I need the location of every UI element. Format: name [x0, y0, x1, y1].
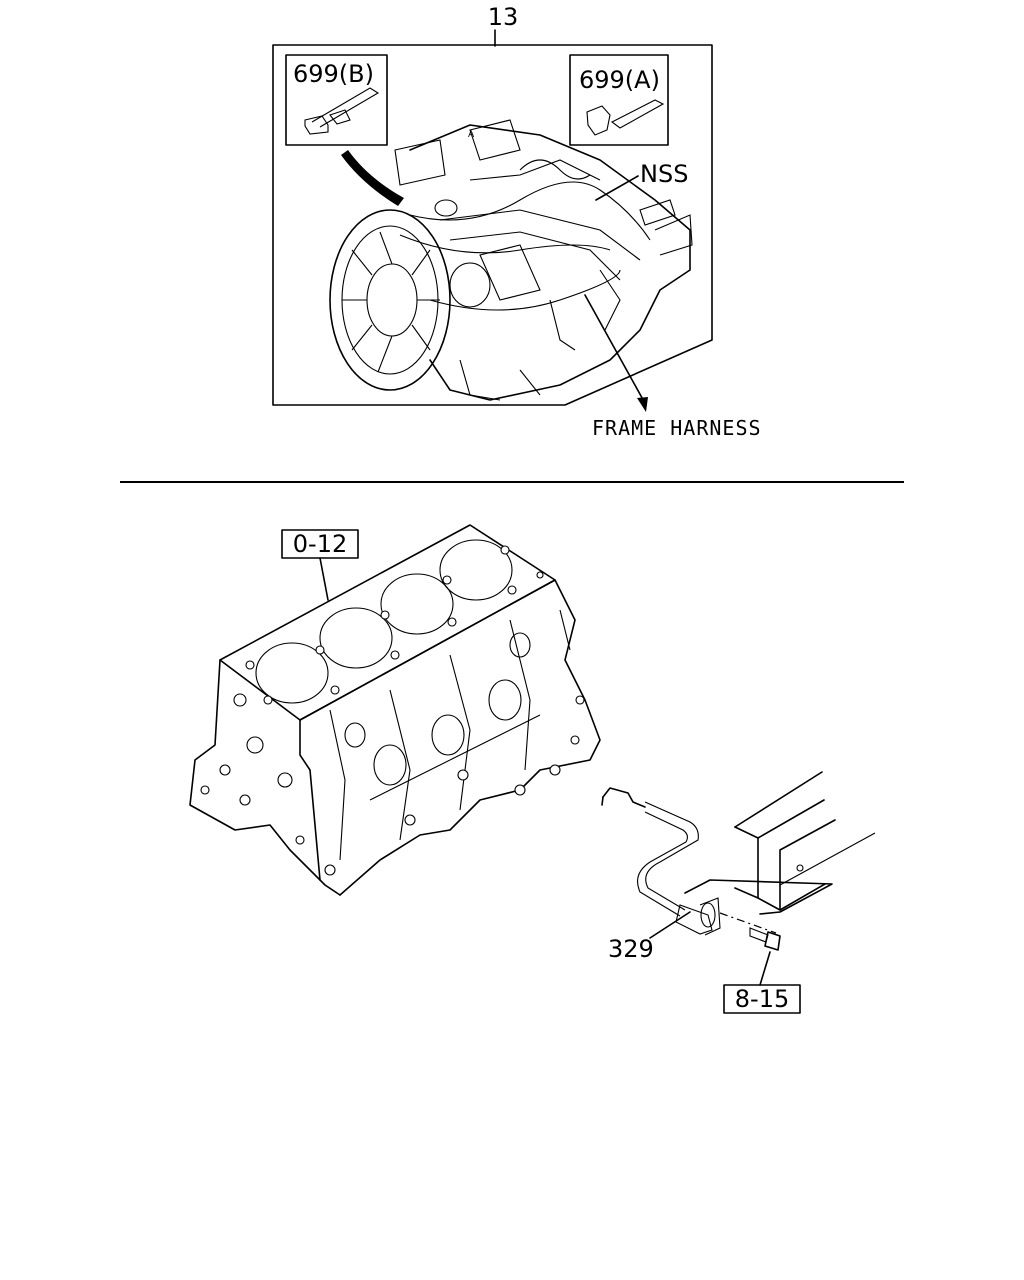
cylinder-block-label: 0-12	[293, 530, 347, 558]
cooling-fan-icon	[329, 209, 451, 391]
frame-harness-label: FRAME HARNESS	[592, 416, 762, 440]
connector-a-strap-icon	[610, 99, 665, 129]
cylinder-block-drawing	[189, 524, 601, 896]
engine-harness-frame	[272, 44, 713, 406]
bolt-alignment-line	[719, 912, 777, 934]
ground-cable-drawing	[601, 787, 721, 936]
bolt-icon	[749, 927, 781, 951]
connector-b-pointer-arrow	[341, 150, 404, 206]
connector-b-callout: 699(B)	[285, 54, 388, 146]
bolt-ref-label-box	[723, 984, 801, 1014]
connector-a-clip-icon	[586, 105, 611, 136]
connector-b-label: 699(B)	[293, 60, 374, 88]
frame-harness-arrowhead	[637, 397, 648, 412]
bolt-leader-line	[759, 951, 771, 986]
bolt-ref-label: 8-15	[735, 985, 789, 1013]
small-mark-label: A	[468, 130, 475, 140]
connector-a-label: 699(A)	[579, 66, 660, 94]
nss-leader-line	[595, 175, 639, 201]
nss-label: NSS	[640, 160, 688, 188]
ground-cable-leader-line	[649, 911, 691, 939]
connector-b-clip-icon	[304, 115, 329, 135]
cylinder-block-leader-line	[319, 557, 329, 601]
frame-member-drawing	[684, 771, 876, 915]
engine-with-harness-drawing: A	[329, 119, 693, 401]
ground-cable-label: 329	[608, 935, 654, 963]
assembly-number-13: 13	[488, 3, 519, 31]
connector-b-strap-icon	[311, 87, 380, 128]
frame-harness-leader-line	[584, 294, 647, 406]
connector-a-callout: 699(A)	[569, 54, 669, 146]
